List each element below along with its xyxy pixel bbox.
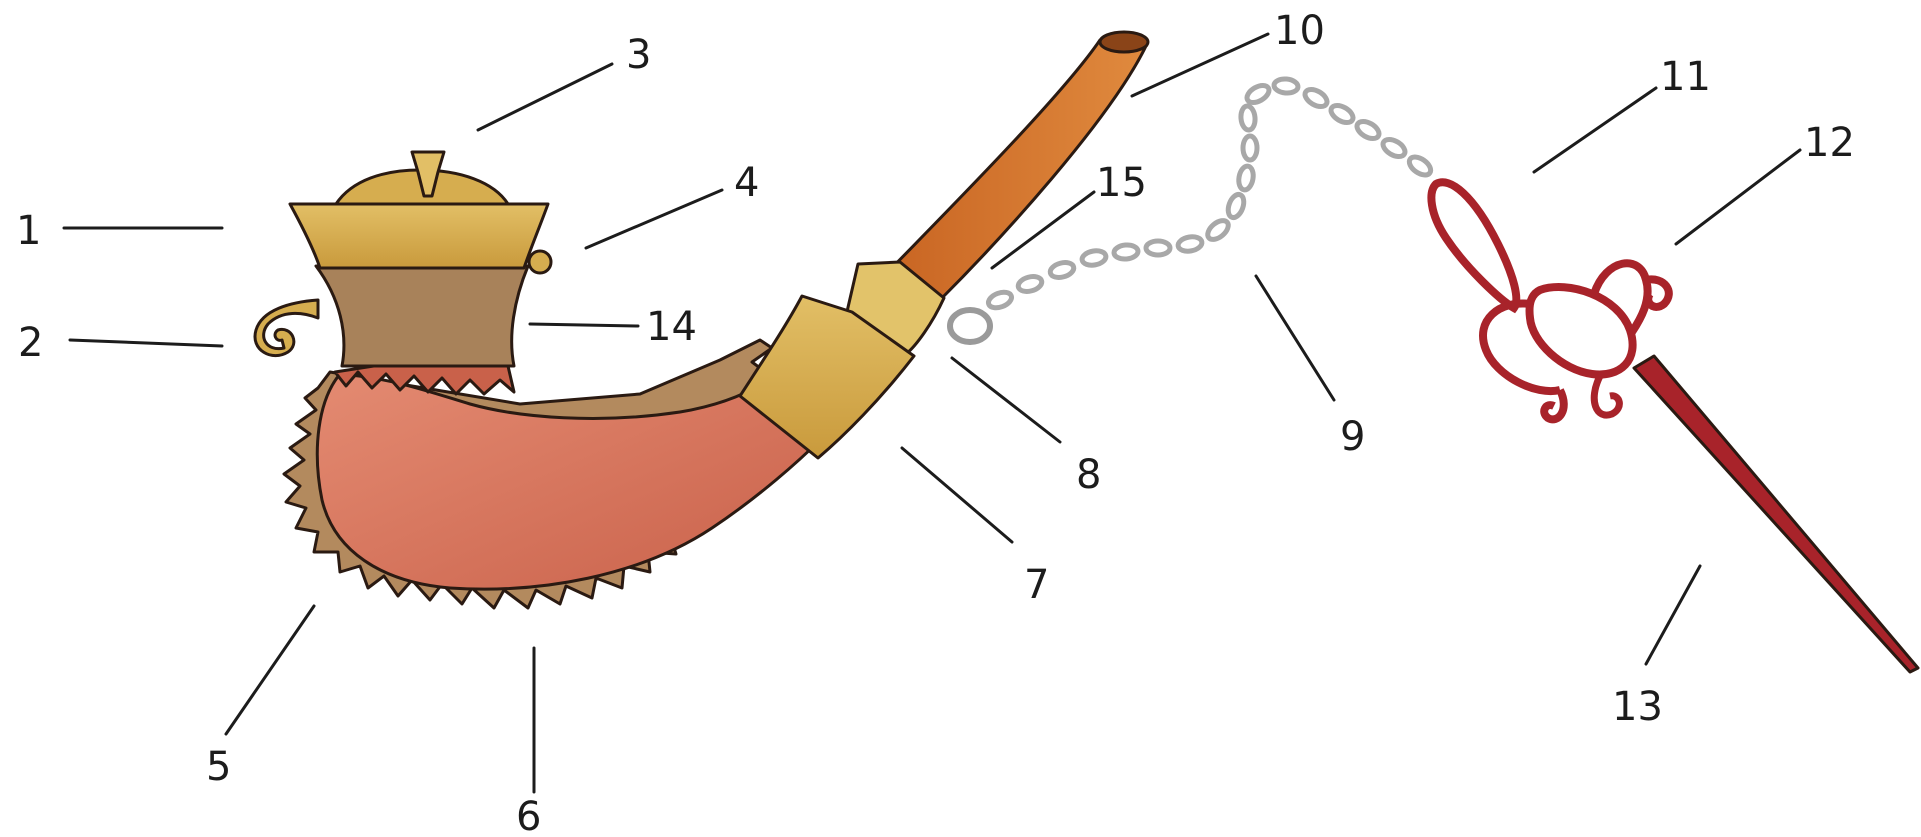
lid-side-ring bbox=[529, 251, 551, 273]
pick-needle bbox=[1634, 356, 1918, 672]
collar-band bbox=[316, 266, 528, 366]
label-7: 7 bbox=[1024, 562, 1049, 608]
label-2: 2 bbox=[18, 320, 43, 366]
label-3: 3 bbox=[626, 32, 651, 78]
pick-bottom-curl bbox=[1594, 376, 1619, 415]
label-6: 6 bbox=[516, 794, 541, 837]
leader-14 bbox=[530, 324, 638, 326]
label-10: 10 bbox=[1274, 8, 1325, 54]
label-15: 15 bbox=[1096, 160, 1147, 206]
suspension-ring bbox=[950, 310, 990, 342]
pick-central-loop bbox=[1529, 287, 1632, 374]
leader-9 bbox=[1256, 276, 1334, 400]
label-14: 14 bbox=[646, 304, 697, 350]
label-11: 11 bbox=[1660, 54, 1711, 100]
label-1: 1 bbox=[16, 208, 41, 254]
label-9: 9 bbox=[1340, 414, 1365, 460]
leader-12 bbox=[1676, 150, 1800, 244]
brass-cap-rim bbox=[290, 204, 548, 268]
pick-top-loop bbox=[1431, 182, 1516, 308]
leader-2 bbox=[70, 340, 222, 346]
leader-13 bbox=[1646, 566, 1700, 664]
leader-11 bbox=[1534, 88, 1656, 172]
leader-5 bbox=[226, 606, 314, 734]
leader-4 bbox=[586, 190, 722, 248]
pick-left-loop bbox=[1483, 303, 1564, 419]
label-12: 12 bbox=[1804, 120, 1855, 166]
label-8: 8 bbox=[1076, 452, 1101, 498]
label-13: 13 bbox=[1612, 684, 1663, 730]
label-4: 4 bbox=[734, 160, 759, 206]
left-curl-ornament bbox=[255, 300, 318, 356]
powder-pick bbox=[1431, 182, 1918, 672]
label-5: 5 bbox=[206, 744, 231, 790]
leader-8 bbox=[952, 358, 1060, 442]
spout-opening bbox=[1100, 32, 1148, 52]
part-numbers: 1 2 3 4 5 6 7 8 9 10 11 12 13 14 15 bbox=[16, 8, 1855, 837]
leader-7 bbox=[902, 448, 1012, 542]
leader-3 bbox=[478, 64, 612, 130]
leader-10 bbox=[1132, 34, 1268, 96]
